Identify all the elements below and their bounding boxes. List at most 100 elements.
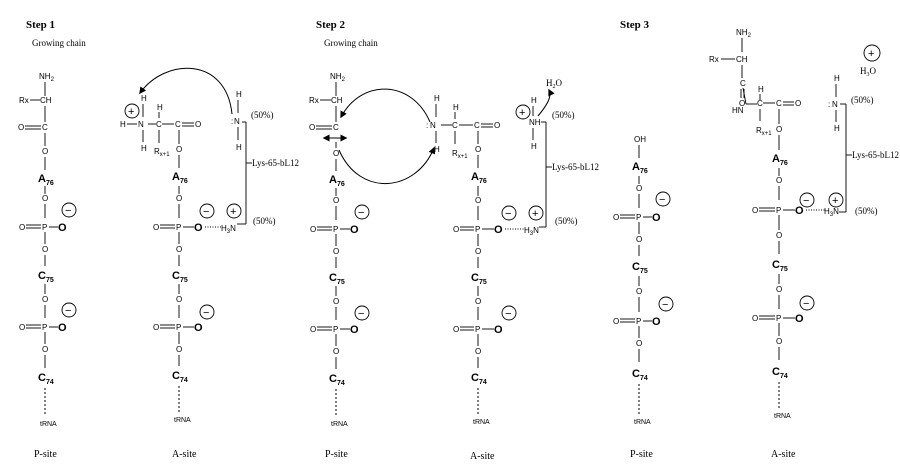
alpha-carbon-2: C <box>757 99 763 108</box>
step1-title: Step 1 <box>26 19 55 31</box>
nucleotide-c74: C74 <box>632 368 648 382</box>
svg-text:O: O <box>333 196 339 205</box>
hydronium-ion: + H3O <box>860 44 881 78</box>
svg-text:O: O <box>776 176 782 185</box>
positive-charge-icon <box>226 203 242 219</box>
positive-charge-icon <box>828 192 844 208</box>
phosphorus: P <box>333 325 338 334</box>
svg-text:O: O <box>795 99 801 108</box>
svg-text:+: + <box>519 107 525 119</box>
alpha-carbon: CH <box>40 96 52 105</box>
collapse-arrow-bottom <box>338 146 436 185</box>
svg-text:N: N <box>430 121 436 130</box>
svg-text:O: O <box>453 225 459 234</box>
trna-label: tRNA <box>473 419 490 426</box>
nucleotide-a76: A76 <box>329 174 345 188</box>
phosphoryl-oxygen: O <box>19 223 25 232</box>
nucleotide-c74: C74 <box>772 366 788 380</box>
svg-text:H: H <box>236 90 242 99</box>
nucleotide-c74: C74 <box>172 370 188 384</box>
hydronium-label: H3O <box>860 66 877 78</box>
ester-oxygen: O <box>176 145 182 154</box>
svg-text:−: − <box>358 308 364 320</box>
svg-text:O: O <box>333 149 339 158</box>
svg-text:H: H <box>758 85 764 94</box>
percent-label: (50%) <box>253 216 276 226</box>
svg-text:−: − <box>65 205 71 217</box>
phosphate-oxygen-anion: O <box>652 212 661 224</box>
negative-charge-icon <box>799 192 815 208</box>
svg-text:O: O <box>475 297 481 306</box>
phosphate-oxygen-anion: O <box>58 322 67 334</box>
step2-p-site-label: P-site <box>325 449 348 460</box>
step2-p-site-strand: NH2 Rx CH O C O A76 O O P O − O C75 O O <box>309 72 370 428</box>
svg-text:+: + <box>128 106 134 118</box>
svg-text:O: O <box>310 225 316 234</box>
lysine-amine: NH <box>529 118 541 127</box>
alpha-carbon: C <box>156 120 162 129</box>
svg-text:+: + <box>230 206 236 218</box>
nucleotide-c75: C75 <box>471 272 487 286</box>
carbonyl-carbon: C <box>740 79 746 88</box>
rx-group: Rx <box>19 96 29 105</box>
percent-label: (50%) <box>251 110 274 120</box>
phosphate-oxygen-anion: O <box>795 205 804 217</box>
negative-charge-icon <box>501 205 517 221</box>
svg-text:O: O <box>613 213 619 222</box>
step1-lysine-side-chain: H : N H Lys-65-bL12 (50%) (50%) <box>231 90 299 226</box>
svg-text:−: − <box>803 298 809 310</box>
svg-text:O: O <box>333 297 339 306</box>
svg-text:O: O <box>453 325 459 334</box>
nucleotide-a76: A76 <box>38 173 54 187</box>
negative-charge-icon <box>61 302 77 318</box>
phosphate-oxygen-anion: O <box>795 313 804 325</box>
svg-text:O: O <box>636 184 642 193</box>
trna-label: tRNA <box>174 417 191 424</box>
lysine-amine: : <box>231 117 233 126</box>
svg-text:H: H <box>434 145 440 154</box>
svg-text:O: O <box>475 247 481 256</box>
bridge-oxygen: O <box>42 245 48 254</box>
negative-charge-icon <box>799 295 815 311</box>
carbonyl-carbon: C <box>474 121 480 130</box>
step3-p-site-strand: OH A76 O O P O − O C75 O O P O − O C74 t… <box>613 135 674 426</box>
side-chain-rx1: Rx+1 <box>452 149 468 160</box>
negative-charge-icon <box>658 296 674 312</box>
svg-text:−: − <box>358 207 364 219</box>
svg-text:O: O <box>636 235 642 244</box>
svg-text:O: O <box>475 145 481 154</box>
svg-text:O: O <box>752 206 758 215</box>
step2-lysine-side-chain: + H NH H Lys-65-bL12 (50%) (50%) H2O <box>515 78 599 228</box>
carbonyl-oxygen: O <box>18 123 24 132</box>
phosphate-oxygen-anion: O <box>194 322 203 334</box>
step3-p-site-label: P-site <box>630 449 653 460</box>
phosphorus: P <box>42 323 47 332</box>
phosphorus: P <box>42 223 47 232</box>
lys-label: Lys-65-bL12 <box>852 150 899 160</box>
negative-charge-icon <box>199 203 215 219</box>
phosphorus: P <box>636 317 641 326</box>
lysine-amine: : <box>828 100 830 109</box>
svg-text:−: − <box>203 206 209 218</box>
svg-text:H: H <box>236 143 242 152</box>
phosphate-oxygen-anion: O <box>58 222 67 234</box>
svg-text:O: O <box>176 245 182 254</box>
step3-a-site-strand: NH2 Rx CH C O HN C H Rx+1 C O O A76 O O … <box>709 28 844 420</box>
rx-group: Rx <box>709 55 719 64</box>
phosphorus: P <box>475 325 480 334</box>
proton-transfer-arrow <box>537 88 555 117</box>
alpha-carbon: CH <box>331 96 343 105</box>
svg-text:NH2: NH2 <box>330 72 346 83</box>
nucleotide-c74: C74 <box>471 372 487 386</box>
phosphorus: P <box>636 213 641 222</box>
negative-charge-icon <box>61 202 77 218</box>
svg-text:−: − <box>505 208 511 220</box>
svg-text:−: − <box>65 305 71 317</box>
svg-text:H: H <box>157 103 163 112</box>
svg-text:H: H <box>141 144 147 153</box>
rx-group: Rx <box>309 96 319 105</box>
carbonyl-carbon: C <box>42 123 48 132</box>
lysine-ammonium: H3N <box>824 207 839 218</box>
step3-title: Step 3 <box>620 19 650 31</box>
